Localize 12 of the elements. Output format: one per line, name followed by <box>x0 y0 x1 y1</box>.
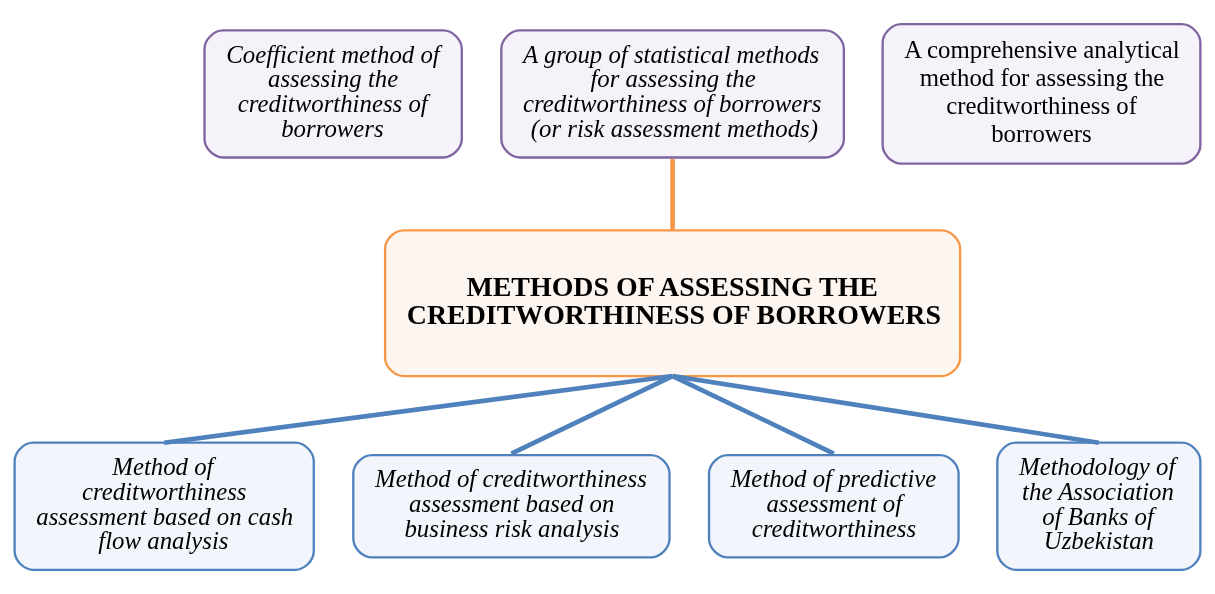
connector <box>670 159 675 231</box>
node-box: Methodology of the Association of Banks of Uzbekistan <box>996 441 1202 571</box>
connector <box>672 373 1100 445</box>
connector <box>510 373 674 456</box>
node-box: Coefficient method of assessing the creditworthiness of borrowers <box>203 29 463 159</box>
connector <box>163 373 673 445</box>
node-box: Method of creditworthiness assessment based on cash flow analysis <box>13 441 315 571</box>
node-box: METHODS OF ASSESSING THE CREDITWORTHINESS OF BORROWERS <box>383 229 962 378</box>
node-box: Method of predictive assessment of creditworthiness <box>707 453 960 559</box>
node-box: Method of creditworthiness assessment based on business risk analysis <box>352 453 671 559</box>
node-box: A group of statistical methods for assessing the creditworthiness of borrowers (or risk assessment methods) <box>500 29 846 159</box>
node-box: A comprehensive analytical method for assessing the creditworthiness of borrowers <box>881 23 1202 165</box>
